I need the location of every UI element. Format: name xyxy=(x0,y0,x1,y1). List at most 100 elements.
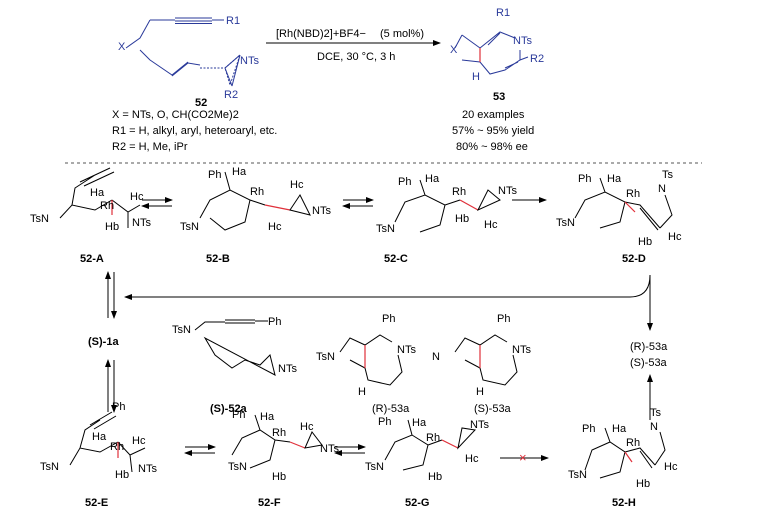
label-52-B: 52-B xyxy=(206,253,230,265)
rh-label: Rh xyxy=(452,186,466,198)
ph-label: Ph xyxy=(268,316,281,328)
ph-label: Ph xyxy=(382,313,395,325)
nts-label: NTs xyxy=(498,185,517,197)
scope-r1: R1 = H, alkyl, aryl, heteroaryl, etc. xyxy=(112,125,277,137)
label-r-53a: (R)-53a xyxy=(372,403,410,415)
hc2-label: Hc xyxy=(268,221,282,233)
intermediate-52-H: Ph Ha Rh Ts N TsN Hb Hc 52-H xyxy=(568,407,678,509)
n-label: N xyxy=(650,421,658,433)
ts-label: Ts xyxy=(662,169,674,181)
intermediate-52-E: Ph Ha Rh Hc NTs TsN Hb 52-E xyxy=(40,401,157,509)
eq-arrows-B-C xyxy=(342,197,374,209)
structure-s-52a: Ph TsN NTs (S)-52a xyxy=(172,316,297,415)
product-53: R1 NTs X R2 H 53 20 examples 57% ~ 95% y… xyxy=(450,7,544,153)
result-yield: 57% ~ 95% yield xyxy=(452,125,534,137)
eq-arrows-A-1a xyxy=(105,271,117,319)
label-52-E: 52-E xyxy=(85,497,108,509)
ph-label: Ph xyxy=(582,423,595,435)
tsn-label: TsN xyxy=(365,461,384,473)
label-52-H: 52-H xyxy=(612,497,636,509)
hc-label: Hc xyxy=(668,231,682,243)
product-number: 53 xyxy=(493,91,505,103)
tsn-label: TsN xyxy=(376,223,395,235)
nts-label: NTs xyxy=(132,217,151,229)
label-s-53a: (S)-53a xyxy=(474,403,512,415)
rh-label: Rh xyxy=(426,432,440,444)
r1-label: R1 xyxy=(226,15,240,27)
ph-label: Ph xyxy=(208,169,221,181)
return-arrow xyxy=(124,274,651,300)
label-s-1a: (S)-1a xyxy=(88,336,119,348)
hc-label: Hc xyxy=(130,191,144,203)
ph-label: Ph xyxy=(398,176,411,188)
substrate-number: 52 xyxy=(195,97,207,109)
ph-label: Ph xyxy=(232,409,245,421)
tsn-label: TsN xyxy=(316,351,335,363)
product-r1: R1 xyxy=(496,7,510,19)
label-52-D: 52-D xyxy=(622,253,646,265)
blocked-x-mark: × xyxy=(519,450,527,465)
hc-label: Hc xyxy=(484,219,498,231)
result-ee: 80% ~ 98% ee xyxy=(456,141,528,153)
h-label: H xyxy=(476,386,484,398)
label-52-C: 52-C xyxy=(384,253,408,265)
tsn-label: TsN xyxy=(568,469,587,481)
hb-label: Hb xyxy=(115,469,129,481)
tsn-label: TsN xyxy=(40,461,59,473)
ha-label: Ha xyxy=(260,411,275,423)
label-52-F: 52-F xyxy=(258,497,281,509)
ha-label: Ha xyxy=(232,166,247,178)
tsn-label: N xyxy=(432,351,440,363)
h-label: H xyxy=(358,386,366,398)
scope-x: X = NTs, O, CH(CO2Me)2 xyxy=(112,109,239,121)
tsn-label: TsN xyxy=(228,461,247,473)
nts-label: NTs xyxy=(312,205,331,217)
rh-label: Rh xyxy=(110,441,124,453)
catalyst-text: [Rh(NBD)2]+BF4− xyxy=(276,28,366,40)
rh-label: Rh xyxy=(626,437,640,449)
conditions-text: DCE, 30 °C, 3 h xyxy=(317,51,395,63)
nts-label: NTs xyxy=(138,463,157,475)
hb-label: Hb xyxy=(455,213,469,225)
ha-label: Ha xyxy=(425,173,440,185)
hc-label: Hc xyxy=(664,461,678,473)
product-r2: R2 xyxy=(530,53,544,65)
nts-label: NTs xyxy=(512,344,531,356)
product-x: X xyxy=(450,44,458,56)
label-52-G: 52-G xyxy=(405,497,429,509)
ha-label: Ha xyxy=(612,423,627,435)
tsn-label: TsN xyxy=(172,324,191,336)
x-label: X xyxy=(118,41,126,53)
reaction-arrow: [Rh(NBD)2]+BF4− (5 mol%) DCE, 30 °C, 3 h xyxy=(266,28,441,63)
hc-label: Hc xyxy=(132,435,146,447)
intermediate-52-C: Ph Ha Rh NTs TsN Hb Hc 52-C xyxy=(376,173,517,265)
structure-r-53a: Ph NTs TsN H (R)-53a xyxy=(316,313,416,415)
hc-label: Hc xyxy=(290,179,304,191)
ts-label: Ts xyxy=(650,407,662,419)
structure-s-53a: Ph NTs N H (S)-53a xyxy=(432,313,531,415)
loading-text: (5 mol%) xyxy=(380,28,424,40)
ph-label: Ph xyxy=(578,173,591,185)
scope-notes: X = NTs, O, CH(CO2Me)2 R1 = H, alkyl, ar… xyxy=(112,109,277,153)
hc-label: Hc xyxy=(465,453,479,465)
eq-arrows-1a-E xyxy=(105,359,117,413)
tsn-label: TsN xyxy=(30,213,49,225)
tsn-label: TsN xyxy=(180,221,199,233)
rh-label: Rh xyxy=(272,427,286,439)
r2-label: R2 xyxy=(224,89,238,101)
intermediate-52-G: Ph Ha Rh NTs TsN Hb Hc 52-G xyxy=(365,416,489,509)
ph-label: Ph xyxy=(112,401,125,413)
eq-arrows-A-B xyxy=(141,197,173,209)
substrate-52: R1 X NTs R2 52 xyxy=(118,15,259,109)
ph-label: Ph xyxy=(497,313,510,325)
label-52-A: 52-A xyxy=(80,253,104,265)
intermediate-52-A: Ha Rh Hc NTs TsN Hb 52-A xyxy=(30,167,151,265)
tsn-label: TsN xyxy=(556,217,575,229)
hb-label: Hb xyxy=(638,236,652,248)
ha-label: Ha xyxy=(607,173,622,185)
nts-label: NTs xyxy=(397,344,416,356)
n-label: N xyxy=(658,183,666,195)
intermediate-52-D: Ph Ha Rh Ts N TsN Hb Hc 52-D xyxy=(556,169,682,265)
